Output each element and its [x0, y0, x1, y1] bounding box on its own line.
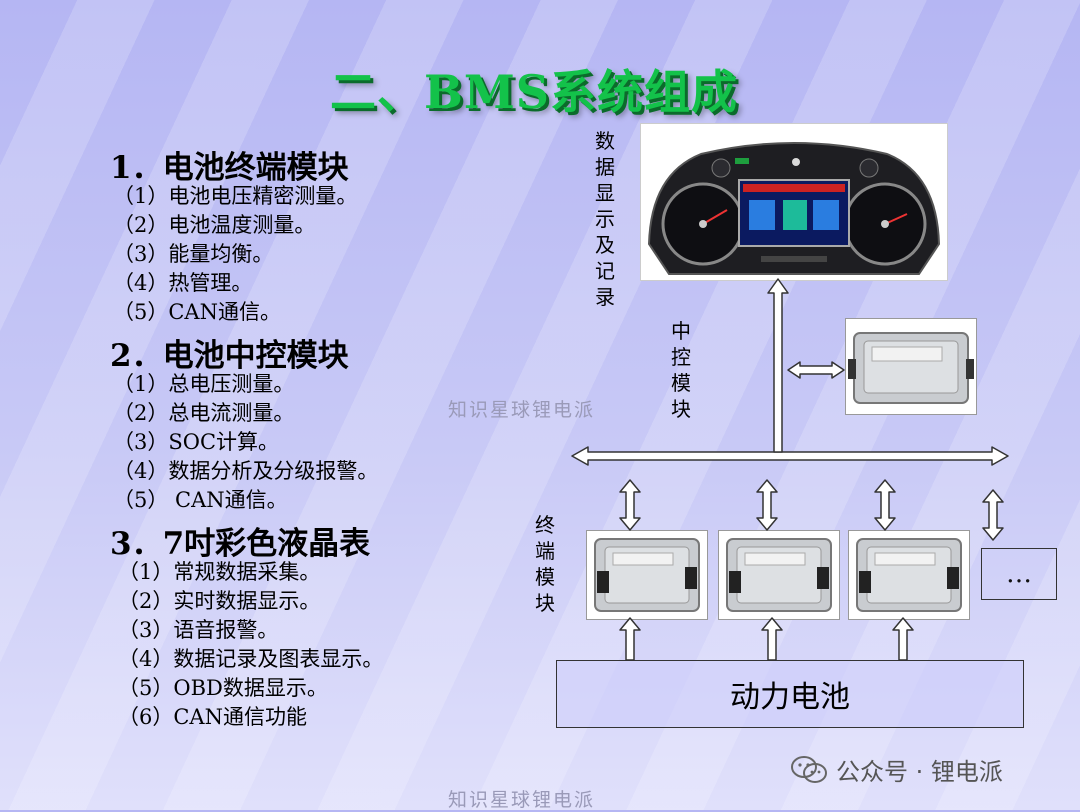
list-item: （2）实时数据显示。: [118, 589, 321, 613]
section-heading-central: 2．电池中控模块: [110, 338, 349, 374]
terminal-module-image-1: [586, 530, 708, 620]
power-battery-box: 动力电池: [556, 660, 1024, 728]
list-item: （4）热管理。: [113, 271, 253, 295]
wechat-icon: [791, 755, 827, 783]
section-heading-terminal: 1．电池终端模块: [110, 150, 349, 186]
central-module-label: 中控模块: [671, 319, 691, 421]
list-item: （3）能量均衡。: [113, 242, 274, 266]
list-item: （3）语音报警。: [118, 618, 279, 642]
list-item: （6）CAN通信功能: [118, 705, 307, 729]
list-item: （1）总电压测量。: [113, 372, 295, 396]
list-item: （5）CAN通信。: [113, 300, 281, 324]
dashboard-image: [640, 123, 948, 281]
list-item: （3）SOC计算。: [113, 430, 280, 454]
wechat-account: 公众号 · 锂电派: [790, 752, 1003, 787]
watermark-middle: 知识星球锂电派: [448, 399, 596, 421]
terminal-arrow-3: [874, 479, 896, 531]
terminal-module-image-3: [848, 530, 970, 620]
page-title: 二、BMS系统组成: [330, 65, 739, 119]
battery-arrow-3: [892, 617, 914, 661]
terminal-module-image-2: [718, 530, 840, 620]
list-item: （4）数据分析及分级报警。: [113, 459, 379, 483]
battery-arrow-1: [619, 617, 641, 661]
display-up-arrow: [767, 278, 789, 453]
wechat-text: 公众号 · 锂电派: [836, 758, 1003, 786]
list-item: （2）总电流测量。: [113, 401, 295, 425]
list-item: （1）电池电压精密测量。: [113, 184, 358, 208]
battery-arrow-2: [761, 617, 783, 661]
central-module-image: [845, 318, 977, 415]
terminal-arrow-4: [982, 489, 1004, 541]
terminal-arrow-2: [756, 479, 778, 531]
watermark-bottom: 知识星球锂电派: [448, 789, 596, 811]
list-item: （2）电池温度测量。: [113, 213, 316, 237]
terminal-arrow-1: [619, 479, 641, 531]
list-item: （4）数据记录及图表显示。: [118, 647, 384, 671]
central-module-arrow: [787, 361, 845, 379]
list-item: （5） CAN通信。: [113, 488, 288, 512]
section-heading-lcd: 3．7吋彩色液晶表: [110, 526, 371, 562]
list-item: （5）OBD数据显示。: [118, 676, 328, 700]
bus-arrow: [571, 446, 1009, 466]
terminal-module-label: 终端模块: [535, 513, 555, 615]
more-modules-box: …: [981, 548, 1057, 600]
list-item: （1）常规数据采集。: [118, 560, 321, 584]
display-record-label: 数据显示及记录: [595, 129, 615, 309]
